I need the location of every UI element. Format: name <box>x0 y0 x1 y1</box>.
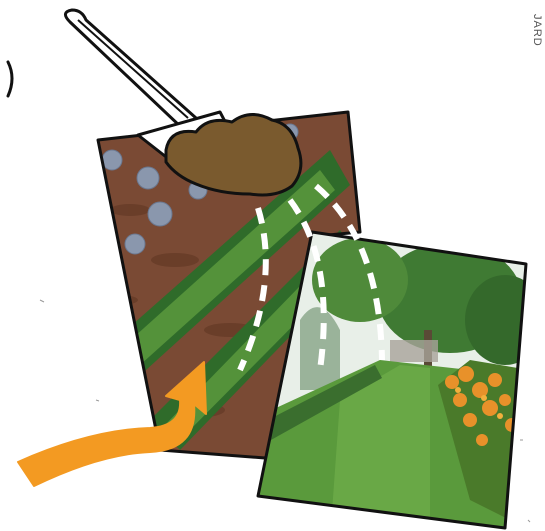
left-bracket-mark <box>8 62 12 96</box>
edge-text: JARD <box>531 14 543 47</box>
